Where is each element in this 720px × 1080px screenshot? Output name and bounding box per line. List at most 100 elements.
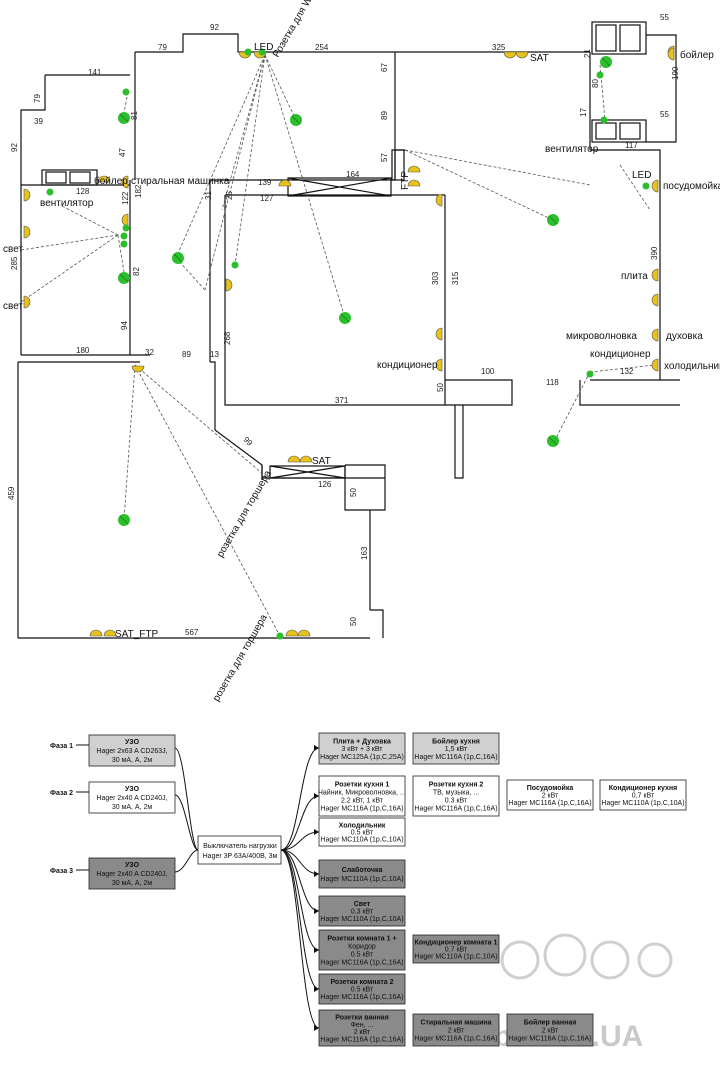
svg-text:УЗО: УЗО (125, 862, 140, 869)
svg-text:0.3 кВт: 0.3 кВт (351, 909, 374, 916)
label-floor-lamp-1: розетка для торшера (215, 468, 274, 559)
socket-icon (225, 278, 233, 292)
svg-text:Hager MC110A (1p,C,10A): Hager MC110A (1p,C,10A) (320, 837, 403, 844)
svg-text:Hager MC116A (1p,C,16A): Hager MC116A (1p,C,16A) (508, 1036, 591, 1043)
socket-icon (651, 328, 659, 342)
socket-icon (297, 629, 311, 637)
svg-text:0.3 кВт: 0.3 кВт (445, 798, 468, 805)
svg-text:Hager MC125A (1p,C,25A): Hager MC125A (1p,C,25A) (320, 754, 404, 761)
dimension-label: 79 (33, 94, 42, 103)
svg-text:Hager MC110A (1p,C,10A): Hager MC110A (1p,C,10A) (601, 800, 684, 807)
phase-label: Фаза 1 (50, 743, 73, 750)
dimension-label: 117 (625, 141, 638, 150)
label-sat-2: SAT (312, 456, 331, 467)
led-point-icon (46, 188, 54, 196)
dimension-label: 80 (591, 79, 600, 88)
dimension-label: 126 (318, 480, 332, 489)
svg-text:Кондиционер кухня: Кондиционер кухня (609, 785, 677, 792)
svg-text:Hager MC116A (1p,C,16A): Hager MC116A (1p,C,16A) (414, 806, 497, 813)
dimension-label: 67 (380, 63, 389, 72)
label-ac-1: кондиционер (377, 360, 438, 371)
socket-icon (285, 629, 299, 637)
dimension-label: 190 (671, 66, 680, 80)
socket-icon (435, 358, 443, 372)
svg-text:Чайник, Микроволновка, ...: Чайник, Микроволновка, ... (318, 789, 406, 797)
svg-text:0.7 кВт: 0.7 кВт (445, 947, 468, 954)
led-point-icon (120, 240, 128, 248)
dimension-label: 47 (118, 148, 127, 157)
dimension-label: 25 (225, 191, 234, 200)
label-stove: плита (621, 271, 648, 282)
led-point-icon (122, 224, 130, 232)
label-fridge: холодильник (664, 361, 720, 372)
svg-text:Hager MC116A (1p,C,16A): Hager MC116A (1p,C,16A) (320, 806, 403, 813)
socket-icon (515, 51, 529, 59)
socket-icon (651, 358, 659, 372)
dimension-label: 325 (492, 43, 506, 52)
svg-text:Слаботочка: Слаботочка (342, 866, 383, 874)
dimension-label: 39 (34, 117, 43, 126)
socket-icon (103, 629, 117, 637)
socket-icon (651, 293, 659, 307)
dimension-label: 139 (258, 178, 272, 187)
dimension-label: 50 (436, 383, 445, 392)
svg-text:Розетки комната 1 +: Розетки комната 1 + (327, 936, 396, 943)
svg-text:Стиральная машина: Стиральная машина (420, 1020, 491, 1027)
socket-icon (299, 455, 313, 463)
led-point-icon (258, 48, 266, 56)
dimension-label: 141 (88, 68, 102, 77)
dimension-label: 79 (158, 43, 167, 52)
dimension-label: 32 (145, 348, 154, 357)
svg-text:Hager 2x40 A CD240J,: Hager 2x40 A CD240J, (96, 871, 167, 878)
label-dishwasher: посудомойка (663, 181, 720, 192)
label-led-2: LED (632, 170, 651, 181)
label-light-2: свет (3, 301, 23, 312)
socket-icon (89, 629, 103, 637)
phase-label: Фаза 2 (50, 790, 73, 797)
svg-text:Розетки комната 2: Розетки комната 2 (330, 979, 393, 986)
plan-labels: LED Розетка для WiFi SAT бойлер бойлер с… (3, 0, 720, 704)
svg-text:2 кВт: 2 кВт (542, 1028, 559, 1035)
dimension-label: 50 (349, 488, 358, 497)
svg-text:Бойлер ванная: Бойлер ванная (524, 1019, 577, 1027)
dimension-label: 89 (182, 350, 191, 359)
svg-text:1,5 кВт: 1,5 кВт (445, 746, 468, 753)
label-fan-2: вентилятор (545, 144, 599, 155)
dimension-label: 180 (76, 346, 90, 355)
socket-icon (667, 47, 675, 61)
watermark-helmets-icon (500, 933, 673, 980)
svg-text:Посудомойка: Посудомойка (527, 784, 574, 792)
svg-text:30 мА, A, 2м: 30 мА, A, 2м (112, 880, 153, 887)
socket-icon (278, 179, 292, 187)
svg-text:Выключатель нагрузки: Выключатель нагрузки (203, 843, 277, 850)
led-point-icon (600, 116, 608, 124)
svg-text:Hager MC116A (1p,C,16A): Hager MC116A (1p,C,16A) (320, 960, 403, 967)
svg-text:Розетки кухня 2: Розетки кухня 2 (429, 782, 484, 789)
led-point-icon (231, 261, 239, 269)
dimension-label: 82 (132, 267, 141, 276)
socket-icon (131, 365, 145, 373)
svg-text:3 кВт + 3 кВт: 3 кВт + 3 кВт (341, 746, 383, 753)
label-light-1: свет (3, 244, 23, 255)
socket-icon (23, 188, 31, 202)
label-led-1: LED (254, 42, 273, 53)
dimension-label: 92 (210, 23, 219, 32)
dimension-label: 55 (660, 13, 669, 22)
label-microwave: микроволновка (566, 331, 637, 342)
label-boiler-kitchen: бойлер (680, 49, 714, 61)
socket-icon (407, 165, 421, 173)
svg-text:Hager MC116A (1p,C,16A): Hager MC116A (1p,C,16A) (414, 1036, 497, 1043)
svg-text:Розетки ванная: Розетки ванная (335, 1015, 389, 1022)
svg-text:Hager MC110A (1p,C,10A): Hager MC110A (1p,C,10A) (414, 954, 497, 961)
led-point-icon (586, 370, 594, 378)
socket-icon (23, 225, 31, 239)
svg-text:Кондиционер комната 1: Кондиционер комната 1 (415, 940, 498, 947)
led-point-icon (276, 632, 284, 640)
